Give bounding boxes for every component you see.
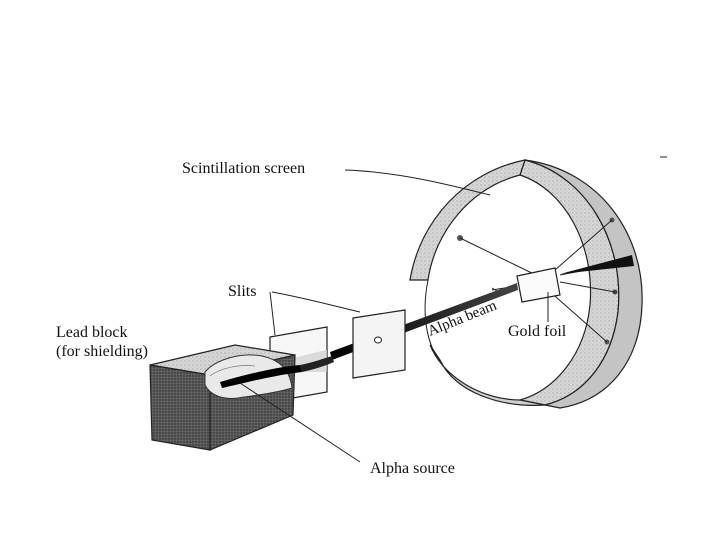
label-alpha-source: Alpha source: [370, 460, 455, 477]
slit-plate-2: [352, 309, 406, 379]
label-gold-foil: Gold foil: [508, 323, 567, 340]
label-lead-block: Lead block: [56, 324, 128, 341]
alpha-source: [220, 365, 302, 388]
leader-lines: [239, 169, 549, 463]
label-lead-block-shielding: (for shielding): [56, 343, 148, 360]
label-scintillation-screen: Scintillation screen: [182, 160, 305, 177]
transmitted-beam: [560, 255, 634, 274]
lead-block: [149, 344, 334, 451]
label-slits: Slits: [228, 283, 256, 300]
gold-foil: [491, 267, 561, 303]
